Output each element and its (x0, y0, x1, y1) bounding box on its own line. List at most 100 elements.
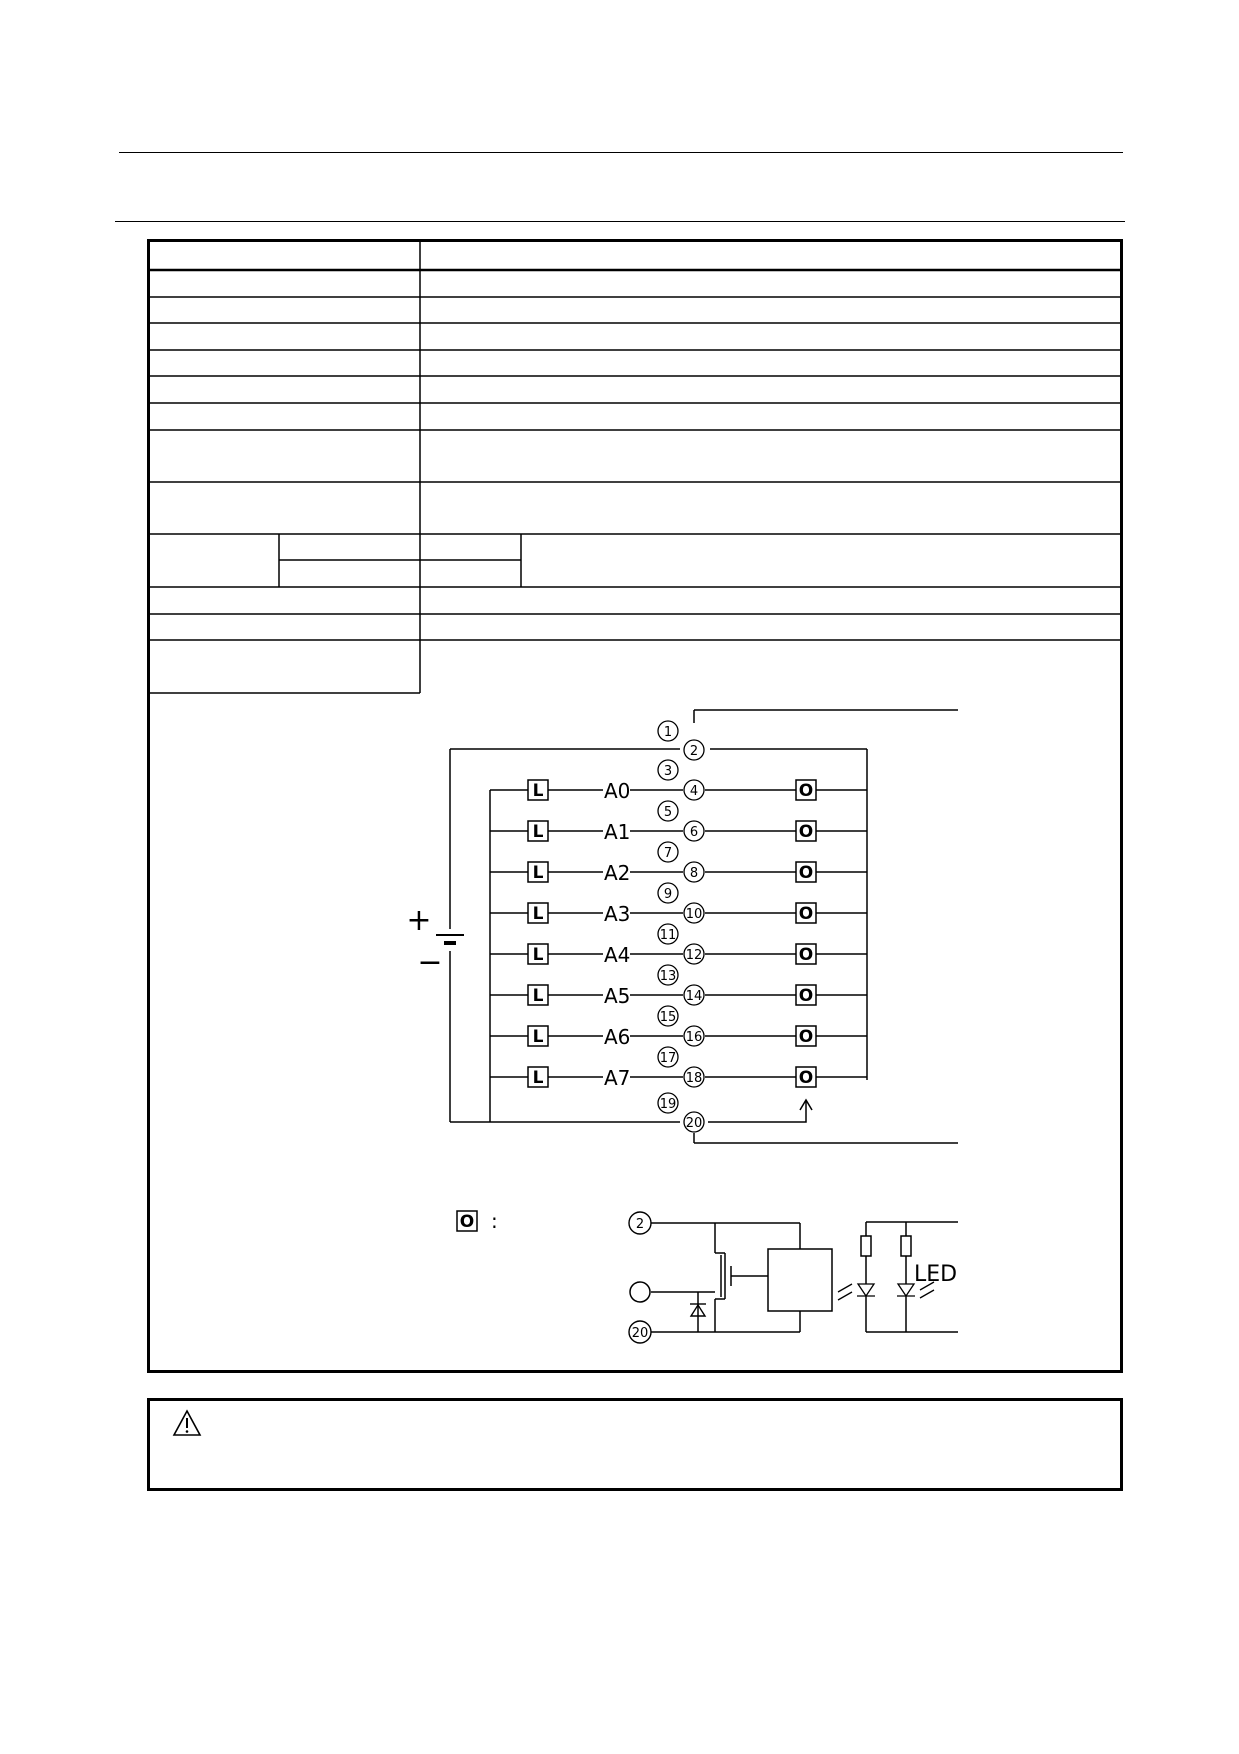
channel-label: A2 (604, 861, 630, 885)
pin-5: 5 (657, 800, 679, 822)
output-circuit-detail (651, 1221, 958, 1333)
dc-supply-battery (436, 934, 464, 945)
pin-16: 16 (683, 1025, 705, 1047)
supply-minus-sign: − (417, 945, 442, 980)
channel-label: A7 (604, 1066, 630, 1090)
detail-pin-2: 2 (628, 1211, 652, 1235)
pin-8: 8 (683, 861, 705, 883)
pin-15: 15 (657, 1005, 679, 1027)
svg-text:O: O (799, 781, 813, 801)
svg-text:11: 11 (660, 928, 677, 943)
svg-text:L: L (533, 781, 544, 801)
load-box-a6: L (527, 1025, 549, 1047)
svg-text:O: O (460, 1212, 474, 1232)
svg-text:18: 18 (686, 1071, 703, 1086)
output-box-a2: O (795, 861, 817, 883)
svg-text:L: L (533, 1027, 544, 1047)
svg-text:O: O (799, 863, 813, 883)
detail-input-terminal (629, 1281, 651, 1303)
pin-13: 13 (657, 964, 679, 986)
svg-text:6: 6 (690, 825, 698, 840)
led-label: LED (914, 1262, 957, 1287)
svg-text:L: L (533, 1068, 544, 1088)
svg-text:O: O (799, 945, 813, 965)
channel-label: A1 (604, 820, 630, 844)
channel-label: A4 (604, 943, 630, 967)
wiring (449, 709, 958, 1144)
caution-box (147, 1398, 1123, 1491)
output-box-a5: O (795, 984, 817, 1006)
output-box-a7: O (795, 1066, 817, 1088)
channel-row-a4: L A4 12 11O (490, 923, 867, 967)
pin-2: 2 (683, 739, 705, 761)
svg-text:3: 3 (664, 764, 672, 779)
load-box-a5: L (527, 984, 549, 1006)
pin-20: 20 (683, 1111, 705, 1133)
svg-text:14: 14 (686, 989, 703, 1004)
svg-text:7: 7 (664, 846, 672, 861)
svg-text:8: 8 (690, 866, 698, 881)
load-box-a4: L (527, 943, 549, 965)
output-box-a4: O (795, 943, 817, 965)
supply-plus-sign: + (406, 903, 431, 938)
channel-label: A6 (604, 1025, 630, 1049)
svg-text:17: 17 (660, 1051, 677, 1066)
svg-text:2: 2 (690, 744, 698, 759)
channel-label: A5 (604, 984, 630, 1008)
channel-label: A0 (604, 779, 630, 803)
output-box-a0: O (795, 779, 817, 801)
svg-text:O: O (799, 1027, 813, 1047)
output-legend-box: O (456, 1210, 478, 1232)
pin-11: 11 (657, 923, 679, 945)
load-box-a3: L (527, 902, 549, 924)
detail-pin-20: 20 (628, 1320, 652, 1344)
output-box-a6: O (795, 1025, 817, 1047)
channel-row-a5: L A5 14 13O (490, 964, 867, 1008)
pin-14: 14 (683, 984, 705, 1006)
svg-text:19: 19 (660, 1097, 677, 1112)
svg-text:12: 12 (686, 948, 703, 963)
svg-text:9: 9 (664, 887, 672, 902)
header-rule-top (119, 152, 1123, 153)
svg-text:20: 20 (686, 1116, 703, 1131)
warning-triangle-icon (172, 1409, 202, 1436)
pin-12: 12 (683, 943, 705, 965)
output-box-a1: O (795, 820, 817, 842)
legend-colon: : (491, 1209, 498, 1233)
load-box-a2: L (527, 861, 549, 883)
pin-9: 9 (657, 882, 679, 904)
svg-text:O: O (799, 904, 813, 924)
pin-6: 6 (683, 820, 705, 842)
svg-text:5: 5 (664, 805, 672, 820)
pin-4: 4 (683, 779, 705, 801)
svg-text:O: O (799, 822, 813, 842)
svg-text:20: 20 (632, 1326, 649, 1341)
pin-17: 17 (657, 1046, 679, 1068)
pin-10: 10 (683, 902, 705, 924)
phototransistor-led-icon (837, 1283, 876, 1301)
channel-row-a0: L A0 43O (490, 759, 867, 803)
output-box-a3: O (795, 902, 817, 924)
svg-text:L: L (533, 863, 544, 883)
pin-7: 7 (657, 841, 679, 863)
channel-row-a2: L A2 8 7O (490, 841, 867, 885)
channel-row-a7: L A7 18 17O (490, 1046, 867, 1090)
pin-19: 19 (657, 1092, 679, 1114)
svg-text:L: L (533, 904, 544, 924)
load-box-a7: L (527, 1066, 549, 1088)
protection-diode-icon (689, 1303, 707, 1317)
svg-text:L: L (533, 822, 544, 842)
svg-text:O: O (799, 1068, 813, 1088)
svg-text:10: 10 (686, 907, 703, 922)
load-box-a1: L (527, 820, 549, 842)
svg-text:13: 13 (660, 969, 677, 984)
pin-18: 18 (683, 1066, 705, 1088)
specification-table (147, 239, 1123, 1373)
channel-row-a1: L A1 6 5O (490, 800, 867, 844)
header-rule-bottom (115, 221, 1125, 222)
svg-text:L: L (533, 945, 544, 965)
